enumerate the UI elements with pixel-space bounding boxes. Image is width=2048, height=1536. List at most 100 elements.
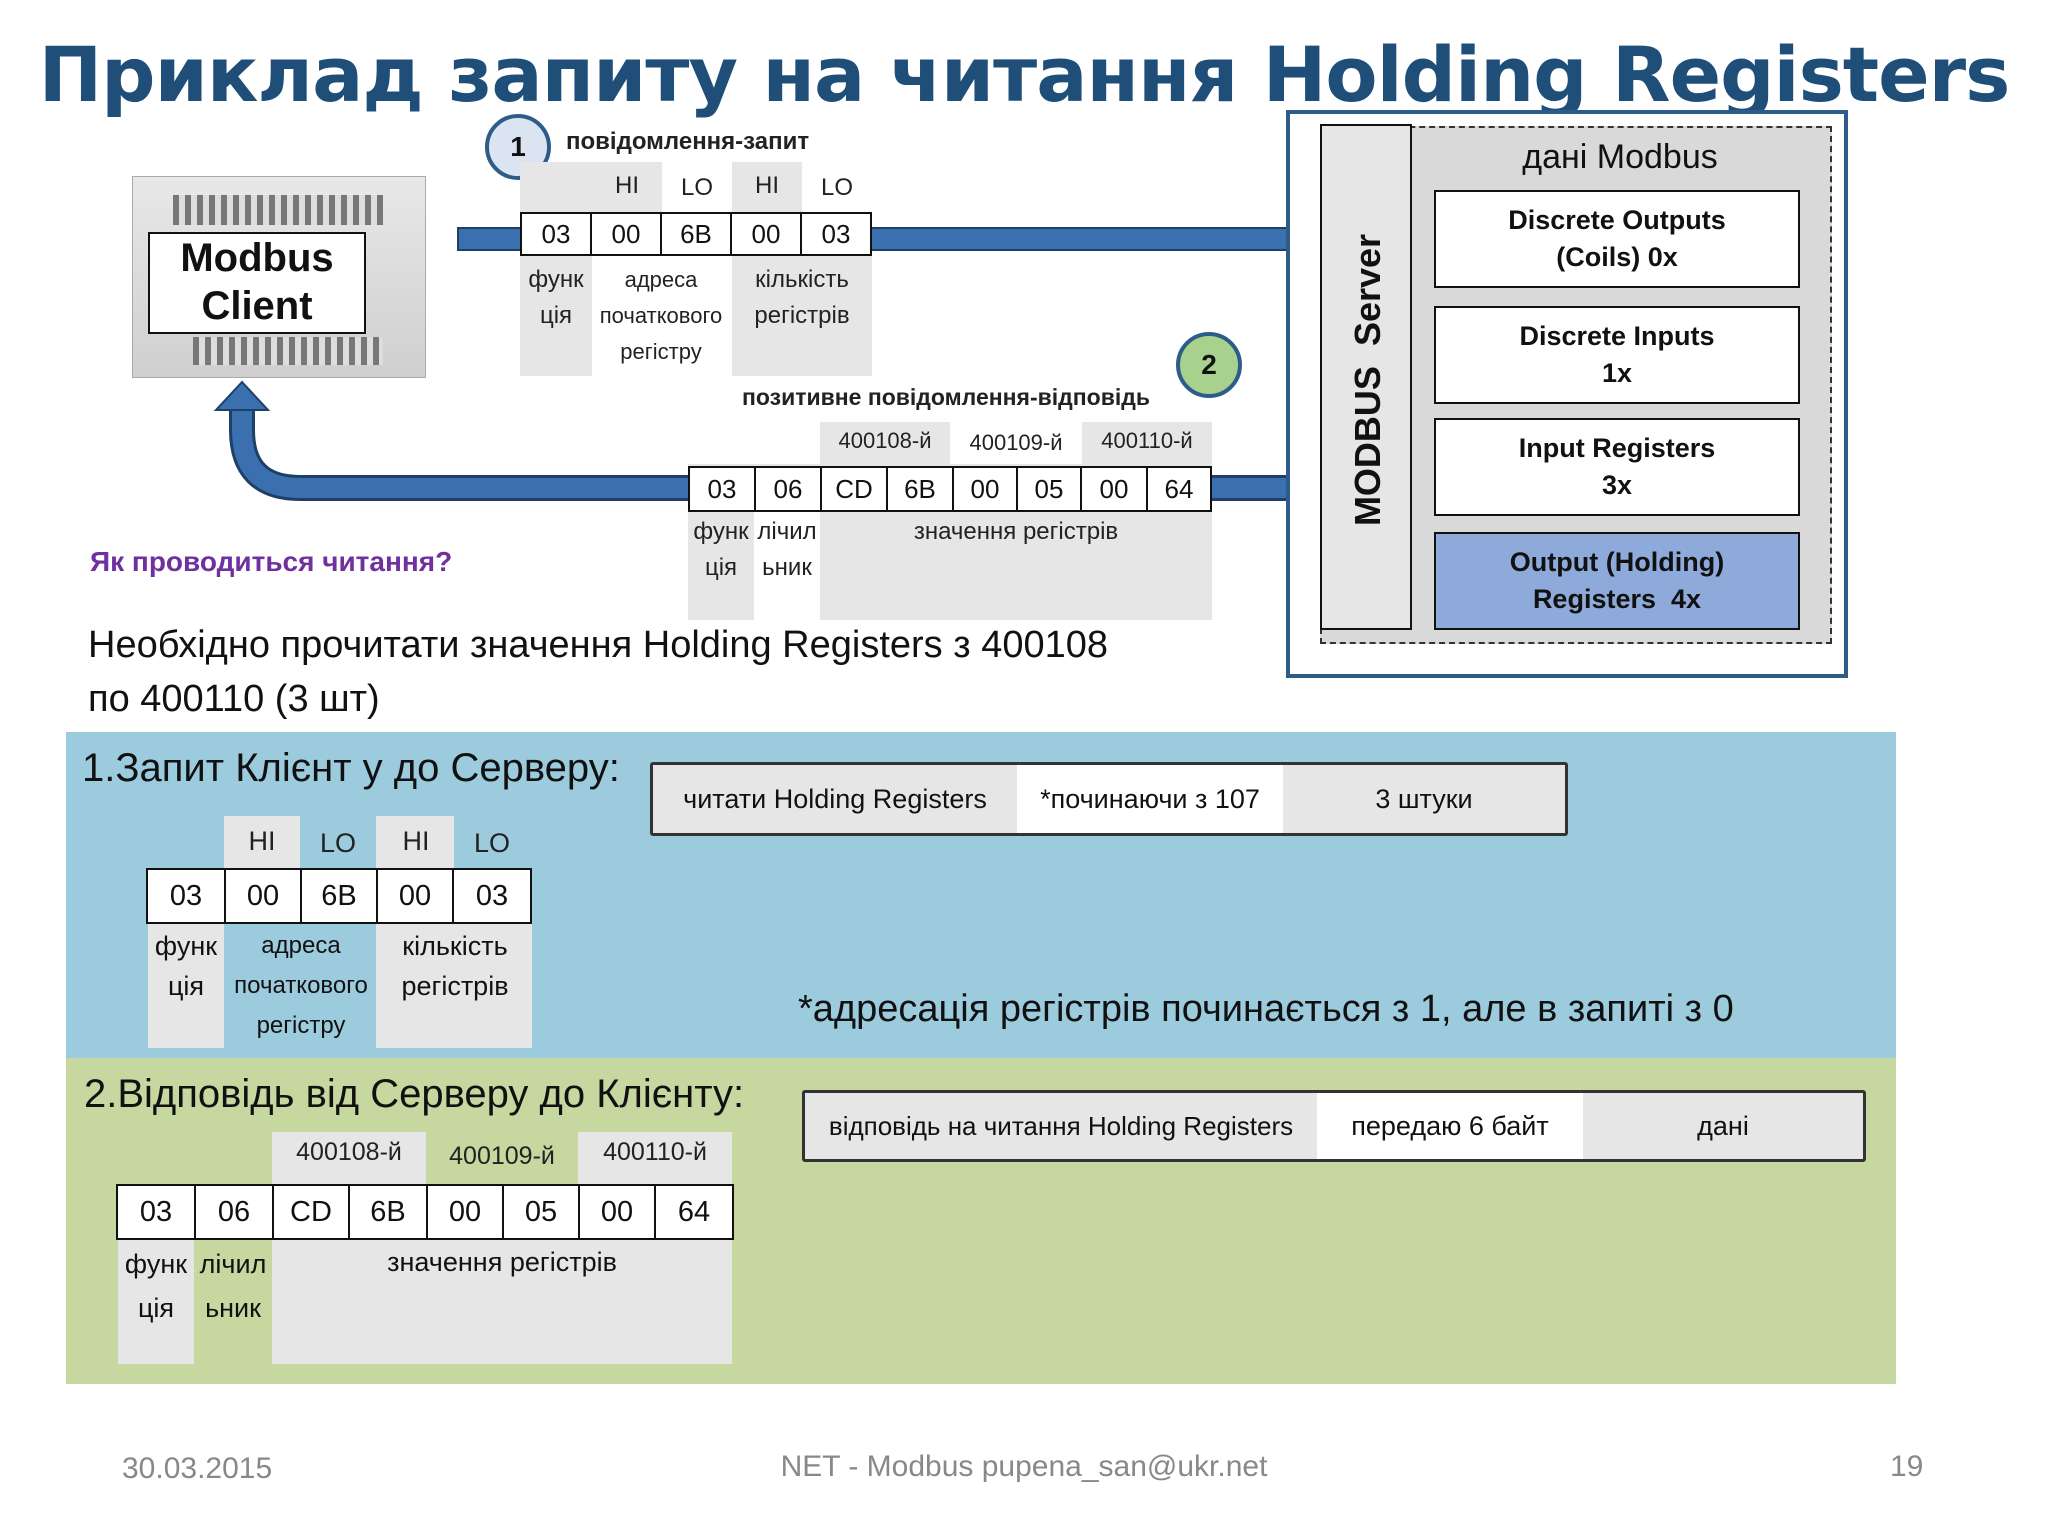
section-2-byte-6: 64 [654, 1184, 734, 1240]
question-text: Як проводиться читання? [90, 546, 453, 577]
section-1-header-lo-2: LO [473, 828, 511, 858]
section-1-byte-addr-hi: 00 [224, 868, 302, 924]
input-registers-line2: 3x [1601, 470, 1633, 500]
response-caption: позитивне повідомлення-відповідь [742, 384, 1150, 410]
section-2-bar-cell-1: відповідь на читання Holding Registers [805, 1093, 1317, 1159]
request-byte-func: 03 [520, 212, 592, 256]
section-1-byte-count-hi: 00 [376, 868, 454, 924]
section-1-header-hi-2: HI [402, 826, 430, 856]
response-byte-2: 6B [886, 466, 954, 512]
task-line-2: по 400110 (3 шт) [88, 678, 380, 720]
request-header-bg-2 [732, 162, 802, 212]
section-2-bar-cell-3: дані [1583, 1093, 1863, 1159]
section-1-title: 1.Запит Клієнт у до Серверу: [82, 746, 620, 790]
task-text: Необхідно прочитати значення Holding Reg… [88, 618, 1288, 726]
section-2-label-gap [194, 1240, 272, 1364]
response-header-gap [688, 422, 820, 464]
response-byte-func: 03 [688, 466, 756, 512]
response-label-gap [754, 510, 820, 620]
section-2-bar: відповідь на читання Holding Registers п… [802, 1090, 1866, 1162]
footer-date: 30.03.2015 [122, 1452, 273, 1485]
section-2-byte-count: 06 [194, 1184, 274, 1240]
input-registers-line1: Input Registers [1518, 433, 1716, 463]
footer-page-number: 19 [1890, 1450, 1924, 1483]
request-byte-count-hi: 00 [730, 212, 802, 256]
discrete-inputs-line2: 1x [1601, 358, 1633, 388]
footer-center: NET - Modbus pupena_san@ukr.net [780, 1450, 1268, 1483]
step-2-circle: 2 [1176, 332, 1242, 398]
request-header-hi-2: HI [755, 172, 779, 199]
discrete-outputs-line1: Discrete Outputs [1508, 205, 1726, 235]
section-1-bar-cell-3: 3 штуки [1283, 765, 1565, 833]
request-label-func: функ ція [528, 266, 584, 329]
addressing-note: *адресація регістрів починається з 1, ал… [798, 988, 1734, 1030]
request-label-addr: адреса початкового регістру [599, 267, 723, 364]
section-2-label-func: функ ція [124, 1249, 188, 1323]
client-label-text: Modbus Client [180, 236, 334, 328]
section-2-byte-5: 00 [578, 1184, 656, 1240]
server-data-title: дані Modbus [1522, 138, 1718, 176]
request-header-bg [592, 162, 662, 212]
step-1-number: 1 [510, 131, 526, 162]
response-header-gap-2 [950, 422, 1082, 464]
section-1-label-gap-2 [224, 924, 376, 1048]
section-2-byte-func: 03 [116, 1184, 196, 1240]
discrete-inputs-line1: Discrete Inputs [1519, 321, 1715, 351]
section-1-byte-func: 03 [146, 868, 226, 924]
response-byte-5: 00 [1080, 466, 1148, 512]
request-header-lo-1: LO [680, 174, 713, 201]
request-label-count: кількість регістрів [754, 266, 850, 329]
section-2-byte-3: 00 [426, 1184, 504, 1240]
section-1-label-count: кількість регістрів [401, 931, 509, 1001]
response-byte-3: 00 [952, 466, 1018, 512]
section-2-byte-2: 6B [348, 1184, 428, 1240]
section-2-header-gap [118, 1132, 272, 1186]
request-header-hi-1: HI [615, 172, 639, 199]
section-1-byte-count-lo: 03 [452, 868, 532, 924]
response-header-400109: 400109-й [969, 430, 1063, 455]
section-1-label-gap-4 [454, 816, 532, 868]
step-2-number: 2 [1201, 349, 1217, 380]
response-arrow-head [213, 380, 271, 411]
modbus-client-label: Modbus Client [148, 232, 366, 334]
section-1-bar-cell-1: читати Holding Registers [653, 765, 1017, 833]
section-2-header-400110: 400110-й [603, 1138, 707, 1166]
section-1-label-gap [148, 816, 224, 868]
discrete-outputs-box: Discrete Outputs (Coils) 0x [1434, 190, 1800, 288]
request-header-lo-2: LO [820, 174, 853, 201]
response-header-400110: 400110-й [1101, 428, 1193, 453]
request-caption: повідомлення-запит [566, 128, 810, 155]
response-byte-count: 06 [754, 466, 822, 512]
discrete-inputs-box: Discrete Inputs 1x [1434, 306, 1800, 404]
server-label-column: MODBUS Server [1320, 124, 1412, 630]
section-1-label-addr: адреса початкового регістру [234, 932, 368, 1039]
input-registers-box: Input Registers 3x [1434, 418, 1800, 516]
response-label-counter: лічил ьник [757, 518, 817, 581]
discrete-outputs-line2: (Coils) 0x [1556, 242, 1678, 272]
section-2-header-gap-2 [426, 1132, 578, 1186]
request-byte-addr-hi: 00 [590, 212, 662, 256]
section-2-byte-1: CD [272, 1184, 350, 1240]
section-1-label-gap-3 [300, 816, 376, 868]
section-2-label-values: значення регістрів [387, 1247, 617, 1277]
section-1-bar: читати Holding Registers *починаючи з 10… [650, 762, 1568, 836]
request-header-bg-4 [802, 162, 872, 212]
holding-registers-line2: Registers 4x [1532, 584, 1702, 614]
section-2-bar-cell-2: передаю 6 байт [1317, 1093, 1583, 1159]
response-label-func: функ ція [693, 518, 749, 581]
section-2-byte-4: 05 [502, 1184, 580, 1240]
server-label: MODBUS Server [1347, 233, 1388, 527]
section-1-label-func: функ ція [154, 931, 218, 1001]
section-1-bar-cell-2: *починаючи з 107 [1017, 765, 1283, 833]
response-label-values: значення регістрів [913, 518, 1119, 545]
response-byte-6: 64 [1146, 466, 1212, 512]
section-2-label-counter: лічил ьник [199, 1249, 267, 1323]
section-2-header-400108: 400108-й [296, 1138, 402, 1166]
response-byte-4: 05 [1016, 466, 1082, 512]
section-1-header-lo-1: LO [319, 828, 357, 858]
holding-registers-line1: Output (Holding) [1509, 547, 1725, 577]
section-2-title: 2.Відповідь від Серверу до Клієнту: [84, 1072, 745, 1116]
request-header-bg-3 [662, 162, 732, 212]
section-2-header-400109: 400109-й [449, 1142, 555, 1170]
request-byte-addr-lo: 6B [660, 212, 732, 256]
